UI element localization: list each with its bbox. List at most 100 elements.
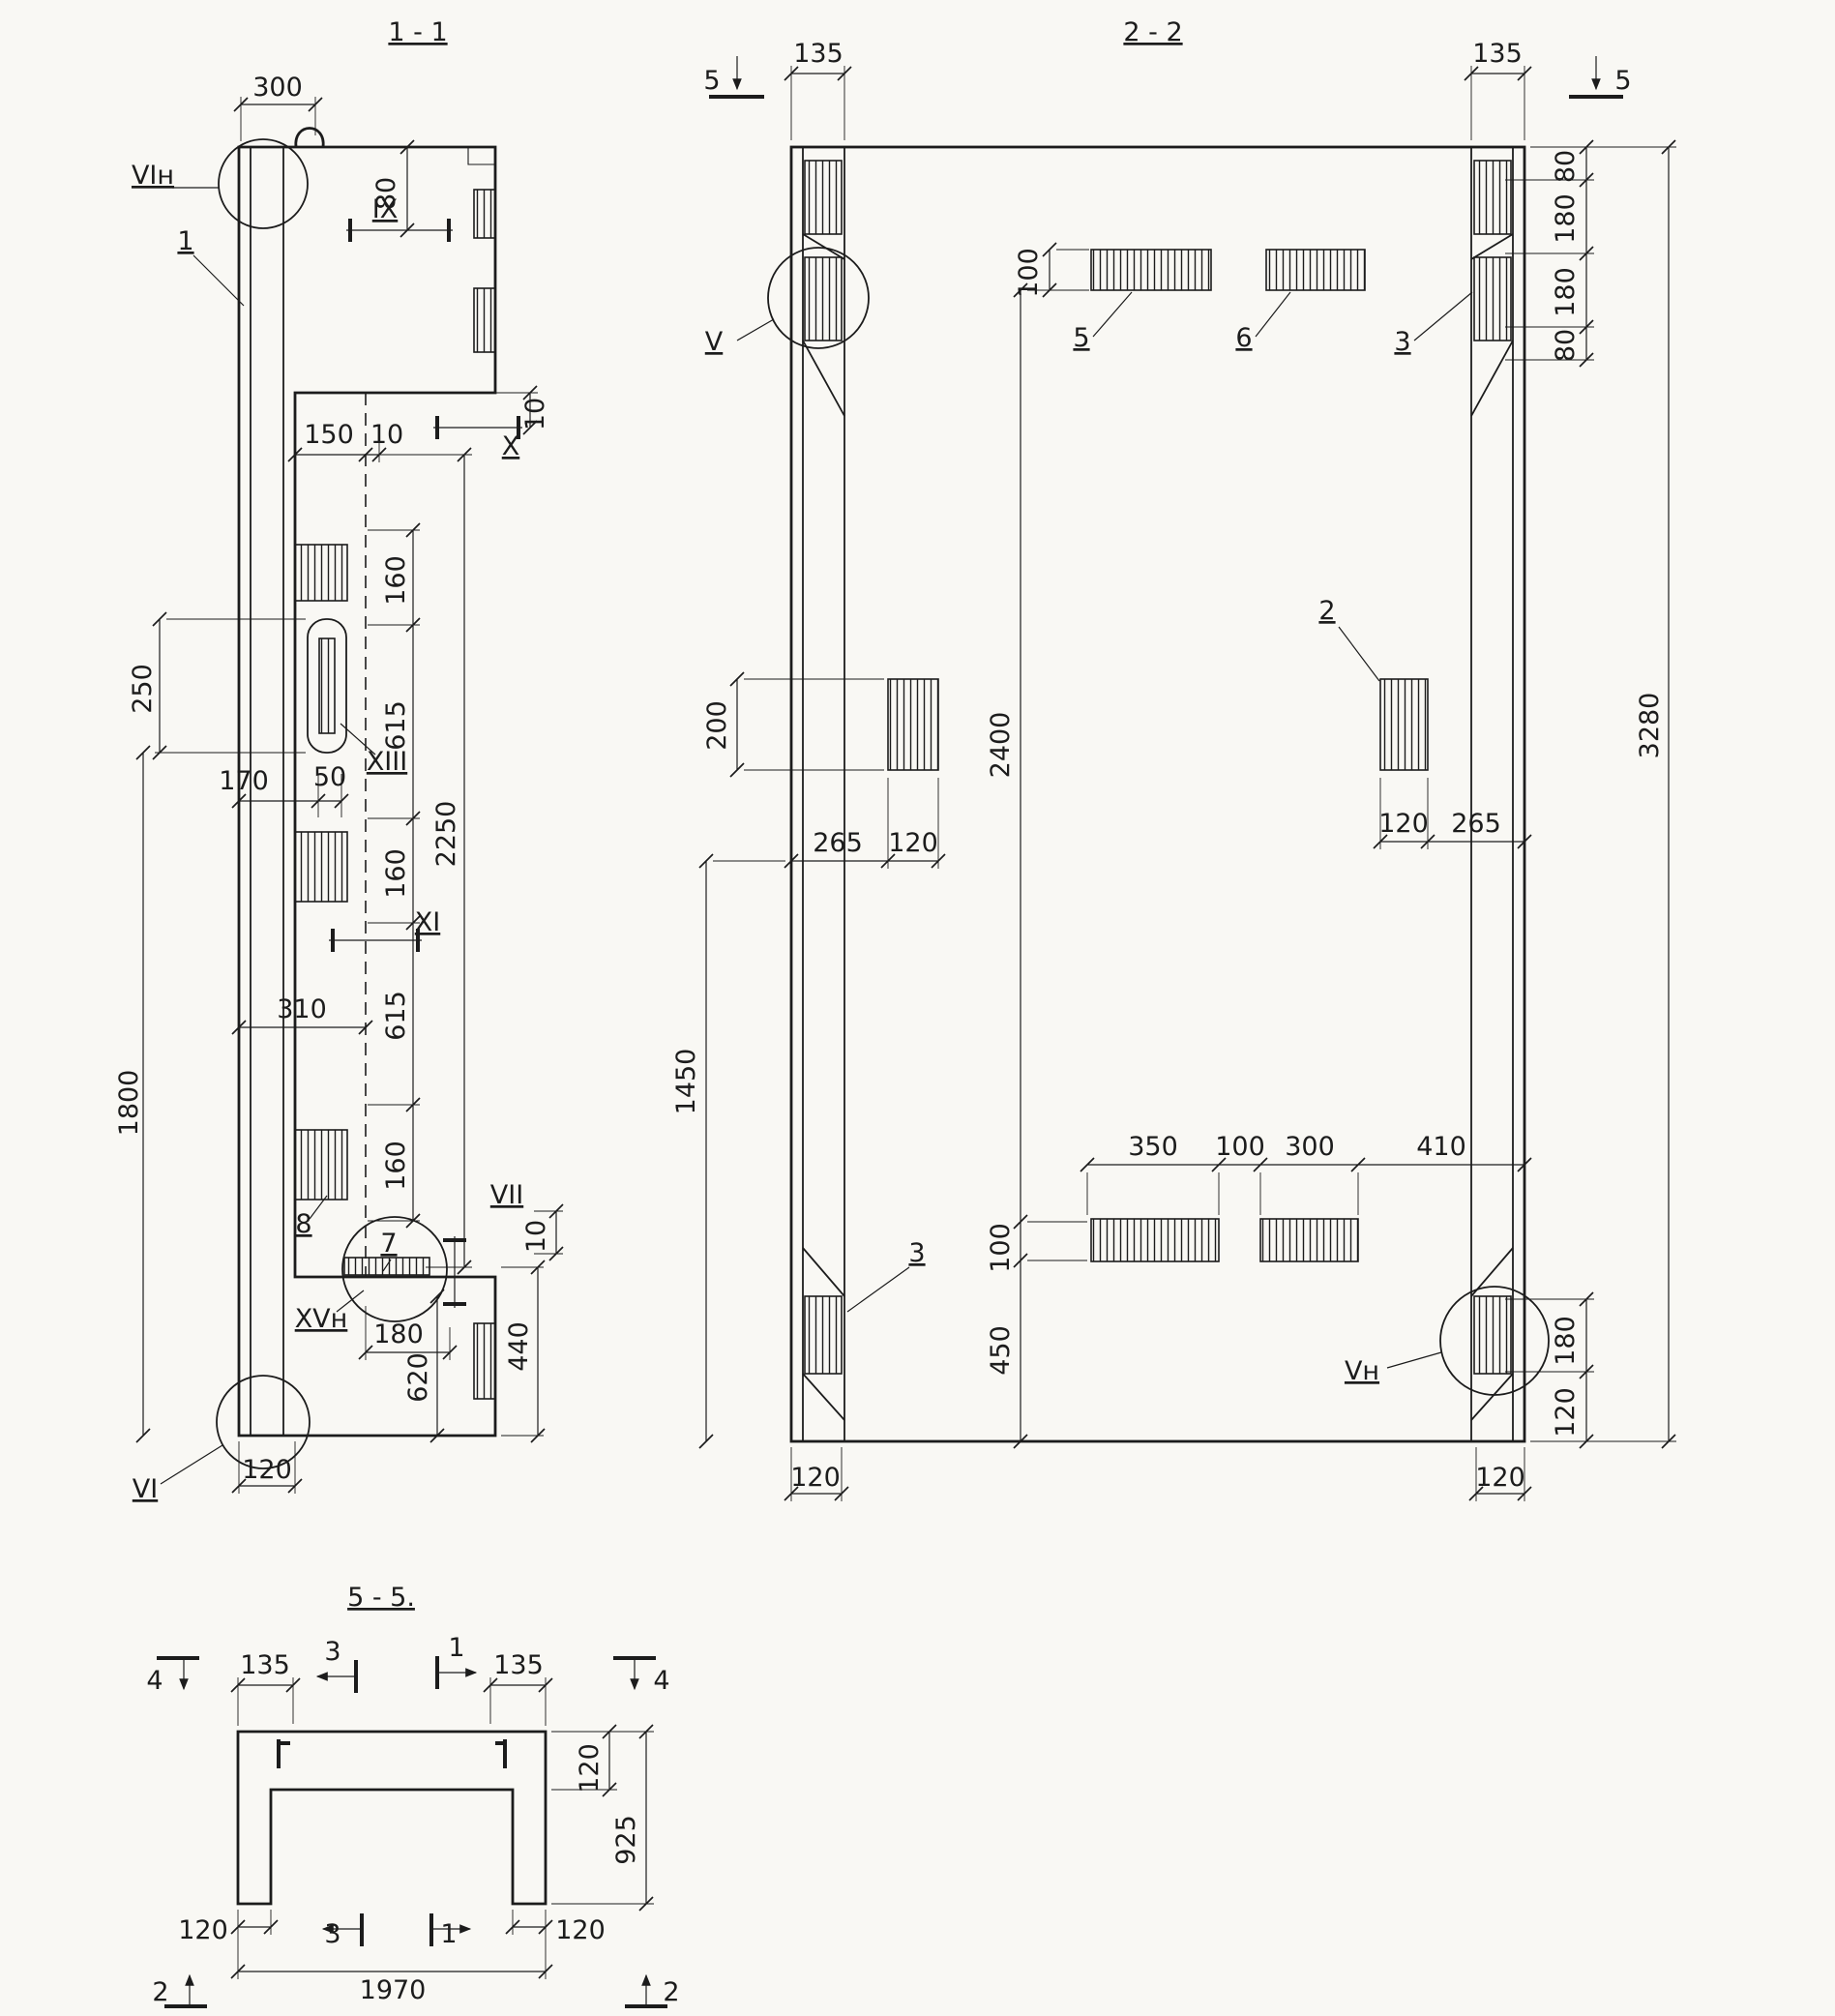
detail-circle-v-n (1439, 1286, 1550, 1396)
dim-250: 250 (128, 664, 158, 714)
embed-plate (804, 1295, 843, 1375)
detail-circle-vi (216, 1375, 311, 1469)
dimension-ticks (135, 97, 564, 1494)
dim-265-a: 265 (813, 828, 863, 858)
marker-2-l: 2 (152, 1977, 168, 2007)
dim-310: 310 (277, 994, 327, 1024)
corner-embed-marks (277, 1739, 507, 1768)
dim-2250: 2250 (431, 801, 461, 868)
dim-3280: 3280 (1635, 693, 1665, 759)
dim-120-i: 120 (555, 1915, 606, 1945)
dim-120-d: 120 (1551, 1387, 1581, 1438)
web-inner-faces (250, 147, 284, 1436)
dim-160-a: 160 (381, 555, 411, 606)
dim-300: 300 (252, 73, 303, 103)
extension-lines (713, 66, 1676, 1501)
dimension-lines (142, 104, 557, 1487)
panel-face-outline (789, 145, 1526, 1443)
section-1-1 (135, 97, 564, 1494)
dim-440: 440 (504, 1321, 534, 1372)
panel-section-outline (237, 145, 497, 1438)
embed-plate (294, 831, 348, 903)
embed-plate-5 (1090, 249, 1212, 291)
marker-4-l: 4 (146, 1666, 163, 1696)
embed-plate (887, 678, 939, 771)
pos-1: 1 (177, 226, 193, 256)
dimension-ticks (230, 1677, 654, 1979)
dim-150: 150 (304, 420, 354, 450)
dim-180: 180 (373, 1319, 424, 1349)
section-5-5-title: 5 - 5. (347, 1583, 415, 1613)
section-cut-ticks (331, 219, 520, 1306)
dim-50: 50 (313, 762, 346, 792)
slot-xiii-outline (307, 618, 347, 754)
embed-plate (294, 1129, 348, 1201)
pos-3-b: 3 (908, 1238, 925, 1268)
dim-620: 620 (403, 1352, 433, 1403)
embed-plate (1259, 1218, 1359, 1262)
pos-8: 8 (295, 1209, 311, 1239)
marker-3-t: 3 (324, 1637, 340, 1667)
dim-80-a: 80 (1551, 150, 1581, 183)
embed-plate (473, 1322, 496, 1400)
dim-925: 925 (611, 1815, 641, 1865)
pos-7: 7 (380, 1229, 397, 1259)
marker-1-t: 1 (448, 1633, 464, 1663)
dim-265-b: 265 (1451, 809, 1501, 839)
embed-plate (473, 287, 496, 353)
extension-lines (155, 97, 563, 1494)
dim-350: 350 (1128, 1132, 1178, 1162)
detail-circle-7 (341, 1216, 448, 1322)
dim-135-a: 135 (793, 39, 844, 69)
embed-plate (804, 160, 843, 235)
label-v-n: Vн (1345, 1356, 1379, 1386)
section-2-2-title: 2 - 2 (1123, 17, 1182, 47)
label-xv-n: XVн (295, 1304, 348, 1334)
section-cut-lines (329, 229, 522, 1308)
dim-120-b: 120 (888, 828, 938, 858)
section-1-1-title: 1 - 1 (388, 17, 447, 47)
dim-170: 170 (219, 766, 269, 796)
dim-200: 200 (702, 700, 732, 751)
dim-120-h: 120 (178, 1915, 228, 1945)
label-xiii: XIII (367, 747, 407, 777)
dim-615-b: 615 (381, 991, 411, 1041)
pos-6: 6 (1235, 323, 1252, 353)
dim-135-c: 135 (240, 1650, 290, 1680)
dim-1450: 1450 (671, 1049, 701, 1115)
dim-1970: 1970 (360, 1975, 427, 2005)
detail-circle-vi-n (218, 138, 309, 229)
dim-10-top: 10 (370, 420, 403, 450)
dimension-ticks (698, 66, 1676, 1501)
pos-3-a: 3 (1394, 327, 1410, 357)
dim-180-c: 180 (1551, 1316, 1581, 1366)
label-vi: VI (133, 1474, 158, 1504)
dim-10-x: 10 (520, 398, 550, 430)
dim-10-vii: 10 (521, 1220, 551, 1253)
dim-80: 80 (371, 177, 401, 210)
marker-5-tl: 5 (703, 66, 720, 96)
dim-2400: 2400 (986, 712, 1016, 779)
rib-taper-lines (802, 233, 1514, 1421)
label-vi-n: VIн (132, 161, 174, 191)
pos-2: 2 (1318, 596, 1335, 626)
embed-plate-6 (1265, 249, 1366, 291)
embed-plate (294, 544, 348, 602)
dim-100-c: 100 (986, 1223, 1016, 1273)
section-marker-bars (157, 1656, 667, 2008)
dim-135-d: 135 (493, 1650, 544, 1680)
dimension-lines (705, 73, 1670, 1495)
label-ix: IX (372, 194, 398, 224)
dim-1800: 1800 (114, 1070, 144, 1137)
leader-lines (736, 291, 1473, 1369)
embed-plate (1473, 256, 1512, 341)
label-vii: VII (490, 1180, 523, 1210)
dim-450: 450 (986, 1325, 1016, 1376)
slot-xiii-insert (318, 637, 336, 734)
embed-plate (1473, 160, 1512, 235)
section-5-5 (157, 1656, 667, 2008)
dim-120-a: 120 (242, 1455, 292, 1485)
